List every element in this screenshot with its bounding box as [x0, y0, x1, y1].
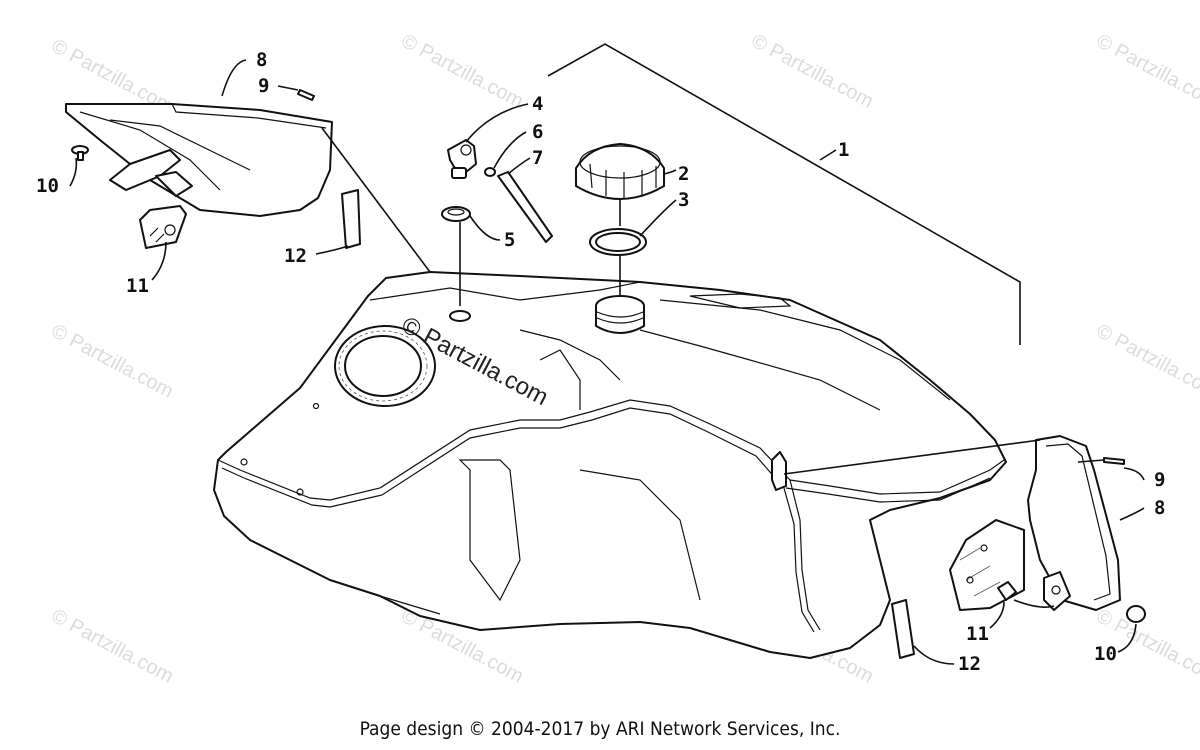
callout-leader-8a	[221, 59, 247, 97]
callout-12-left: 12	[284, 245, 307, 267]
callout-bracket-1	[547, 43, 1021, 345]
vent-grommet	[441, 206, 471, 222]
callout-8-right: 8	[1154, 497, 1165, 519]
watermark-tile: © Partzilla.com	[48, 605, 177, 688]
callout-9-right: 9	[1154, 469, 1165, 491]
watermark-tile: © Partzilla.com	[1093, 30, 1200, 113]
callout-leader-8b	[1119, 507, 1145, 521]
callout-7: 7	[532, 147, 543, 169]
callout-4: 4	[532, 93, 543, 115]
callout-10-left: 10	[36, 175, 59, 197]
copyright-footer: Page design © 2004-2017 by ARI Network S…	[359, 718, 841, 740]
vent-valve	[447, 139, 477, 179]
callout-leader-3	[639, 199, 677, 237]
right-side-panel	[1027, 435, 1121, 611]
callout-leader-panel-attach-r	[783, 439, 1041, 475]
callout-leader-9a	[277, 85, 299, 91]
callout-leader-7	[507, 157, 531, 175]
watermark-tile: © Partzilla.com	[748, 30, 877, 113]
callout-leader-9b	[1123, 467, 1145, 481]
watermark-tile: © Partzilla.com	[1093, 320, 1200, 403]
gas-cap	[575, 143, 665, 200]
callout-9-left: 9	[258, 75, 269, 97]
callout-2: 2	[678, 163, 689, 185]
callout-leader-11b	[989, 601, 1005, 629]
right-bracket-plate	[949, 519, 1025, 611]
panel-screw	[1103, 457, 1125, 465]
hose-fitting	[484, 167, 496, 177]
panel-clip	[997, 581, 1017, 601]
panel-screw	[297, 89, 315, 101]
callout-leader-4	[465, 103, 529, 143]
callout-leader-panel-attach	[321, 127, 431, 273]
callout-leader-5	[469, 215, 501, 241]
callout-leader-1	[819, 149, 837, 161]
callout-leader-11a	[151, 241, 167, 281]
gas-cap-gasket	[589, 228, 647, 256]
callout-leader-6	[493, 131, 527, 169]
callout-leader-12b	[913, 645, 955, 665]
callout-3: 3	[678, 189, 689, 211]
callout-leader-10b	[1117, 623, 1137, 653]
callout-leader-10a	[69, 157, 78, 187]
callout-11-right: 11	[966, 623, 989, 645]
push-rivet	[1126, 605, 1146, 623]
callout-11-left: 11	[126, 275, 149, 297]
callout-10-right: 10	[1094, 643, 1117, 665]
callout-12-right: 12	[958, 653, 981, 675]
callout-8-left: 8	[256, 49, 267, 71]
callout-1: 1	[838, 139, 849, 161]
vent-hose	[497, 171, 553, 243]
left-side-panel	[65, 103, 333, 249]
callout-6: 6	[532, 121, 543, 143]
callout-leader-12a	[315, 245, 349, 255]
callout-leader-2	[663, 169, 677, 175]
fuel-tank	[213, 271, 1007, 659]
foam-strip	[341, 189, 361, 249]
watermark-tile: © Partzilla.com	[398, 30, 527, 113]
panel-push-rivet	[71, 145, 89, 161]
foam-strip	[891, 599, 915, 659]
callout-5: 5	[504, 229, 515, 251]
callout-leader-clip-attach	[1013, 599, 1055, 608]
watermark-tile: © Partzilla.com	[48, 320, 177, 403]
callout-leader-9b-screw	[1077, 459, 1105, 463]
